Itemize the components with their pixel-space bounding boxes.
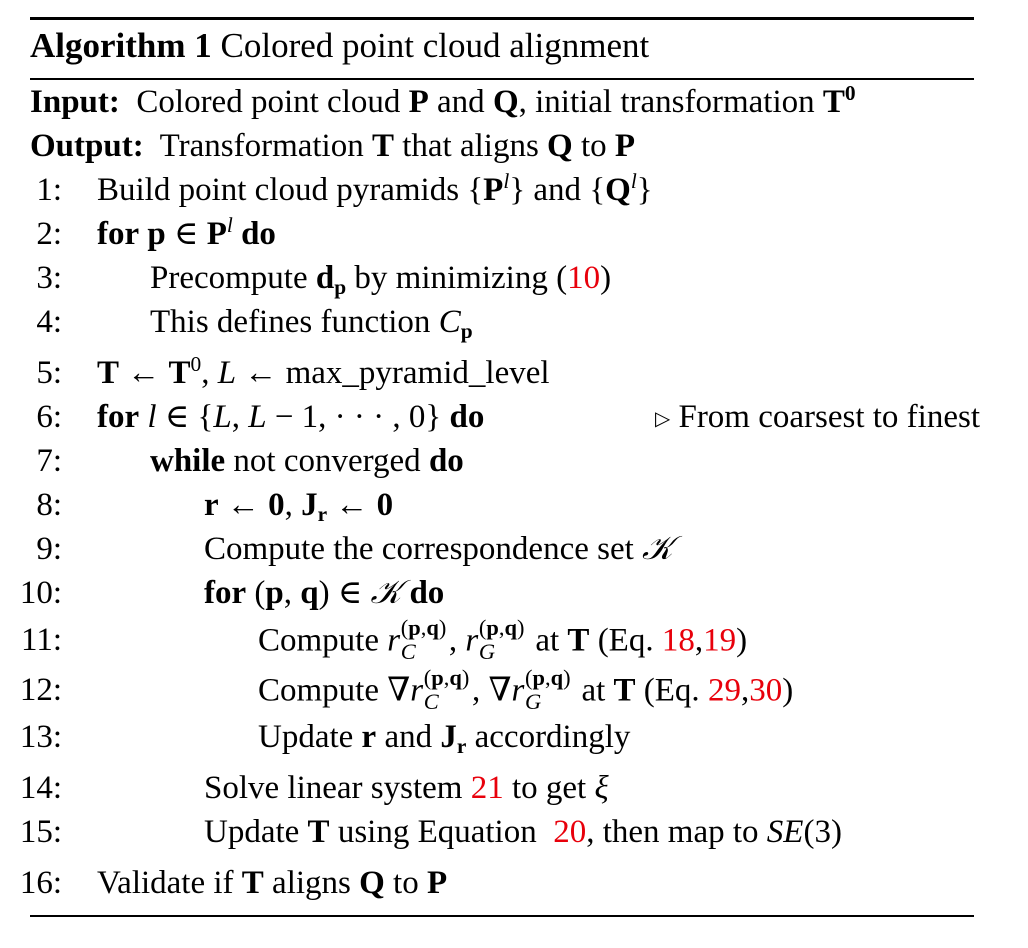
math-T: T	[371, 128, 394, 164]
keyword-for: for	[97, 216, 140, 252]
line-text: at	[581, 672, 606, 709]
math-P: P	[408, 84, 429, 120]
top-rule	[30, 17, 974, 20]
equation-ref-link[interactable]: 30	[749, 672, 783, 709]
bottom-rule	[30, 915, 974, 917]
input-and: and	[437, 84, 485, 120]
math-P: P	[614, 128, 636, 164]
line-text: (Eq.	[597, 622, 654, 659]
line-number: 13:	[19, 719, 62, 755]
line-content: for l ∈ {L, L − 1, · · · , 0} do	[97, 399, 485, 435]
line-content: Build point cloud pyramids {Pl} and {Ql}	[97, 169, 653, 208]
line-text: to get	[511, 770, 587, 806]
line-text: to	[393, 865, 419, 901]
line-text: and	[533, 172, 582, 208]
line-number: 5:	[36, 355, 62, 391]
keyword-do: do	[409, 575, 445, 611]
algorithm-title: Algorithm 1 Colored point cloud alignmen…	[30, 24, 649, 68]
line-number: 12:	[19, 672, 62, 708]
line-text: Precompute	[150, 260, 308, 296]
line-content: Solve linear system 21 to get ξ	[204, 770, 609, 806]
algorithm-label: Algorithm 1	[30, 26, 212, 65]
line-text: by minimizing	[354, 260, 548, 296]
line-number: 2:	[36, 216, 62, 252]
line-number: 9:	[36, 531, 62, 567]
line-number: 6:	[36, 399, 62, 435]
line-text: at	[535, 622, 560, 659]
line-content: Compute r(p,q)C, r(p,q)G at T (Eq. 18,19…	[258, 615, 748, 664]
line-comment: ▷ From coarsest to finest	[655, 397, 980, 441]
line-text: Compute the correspondence set	[204, 531, 634, 567]
keyword-do: do	[428, 443, 464, 479]
math-Q: Q	[547, 128, 573, 164]
line-text: )	[736, 622, 748, 659]
line-text: Compute	[258, 672, 379, 709]
keyword-for: for	[97, 399, 140, 435]
input-label: Input:	[30, 84, 120, 120]
line-text: using Equation	[337, 814, 537, 850]
output-text: Transformation	[159, 128, 364, 164]
line-text: max_pyramid_level	[285, 355, 550, 391]
input-line: Input: Colored point cloud P and Q, init…	[30, 82, 980, 122]
line-text: Build point cloud pyramids	[97, 172, 460, 208]
line-number: 11:	[21, 622, 62, 658]
output-line: Output: Transformation T that aligns Q t…	[30, 126, 980, 166]
line-text: Update	[204, 814, 300, 850]
keyword-do: do	[449, 399, 485, 435]
line-number: 3:	[36, 260, 62, 296]
input-post: , initial transformation	[518, 84, 815, 120]
keyword-for: for	[204, 575, 247, 611]
line-text: Update	[258, 719, 354, 755]
line-content: r ← 0, Jr ← 0	[204, 487, 394, 526]
line-text: not converged	[233, 443, 421, 479]
line-text: )	[782, 672, 794, 709]
comment-text: From coarsest to finest	[678, 399, 980, 435]
line-content: Update r and Jr accordingly	[258, 719, 631, 758]
output-label: Output:	[30, 128, 144, 164]
line-content: Compute the correspondence set 𝒦	[204, 531, 673, 567]
keyword-while: while	[150, 443, 226, 479]
line-number: 16:	[19, 865, 62, 901]
line-content: Validate if T aligns Q to P	[97, 865, 448, 901]
line-number: 15:	[19, 814, 62, 850]
line-content: Update T using Equation 20, then map to …	[204, 814, 842, 850]
line-text: , then map to	[586, 814, 759, 850]
line-text: (Eq.	[643, 672, 700, 709]
title-rule	[30, 78, 974, 80]
line-number: 10:	[19, 575, 62, 611]
line-number: 4:	[36, 304, 62, 340]
line-content: for (p, q) ∈ 𝒦 do	[204, 575, 445, 611]
equation-ref-link[interactable]: 19	[703, 622, 737, 659]
line-text: This defines function	[150, 304, 431, 340]
output-mid: that aligns	[402, 128, 539, 164]
line-text: aligns	[272, 865, 351, 901]
line-content: T ← T0, L ← max_pyramid_level	[97, 352, 550, 391]
line-number: 14:	[19, 770, 62, 806]
equation-ref-link[interactable]: 21	[470, 770, 504, 806]
equation-ref-link[interactable]: 29	[707, 672, 741, 709]
line-text: Validate if	[97, 865, 234, 901]
math-T0: T0	[822, 81, 856, 120]
input-text: Colored point cloud	[136, 84, 401, 120]
algorithm-name: Colored point cloud alignment	[220, 26, 650, 65]
keyword-do: do	[241, 216, 276, 252]
equation-ref-link[interactable]: 20	[553, 814, 587, 850]
line-content: This defines function Cp	[150, 304, 473, 343]
line-text: Solve linear system	[204, 770, 463, 806]
line-content: while not converged do	[150, 441, 464, 481]
line-text: Compute	[258, 622, 379, 659]
math-Q: Q	[492, 84, 519, 120]
equation-ref-link[interactable]: 18	[661, 622, 695, 659]
line-text: accordingly	[474, 719, 631, 755]
equation-ref-link[interactable]: 10	[567, 260, 601, 296]
line-content: Compute ∇r(p,q)C, ∇r(p,q)G at T (Eq. 29,…	[258, 665, 794, 714]
output-to: to	[580, 128, 607, 164]
line-text: and	[384, 719, 433, 755]
line-number: 7:	[36, 443, 62, 479]
line-content: Precompute dp by minimizing (10)	[150, 260, 612, 299]
comment-triangle-icon: ▷	[655, 407, 671, 430]
line-number: 8:	[36, 487, 62, 523]
line-number: 1:	[36, 172, 62, 208]
line-content: for p ∈ Pl do	[97, 213, 276, 252]
